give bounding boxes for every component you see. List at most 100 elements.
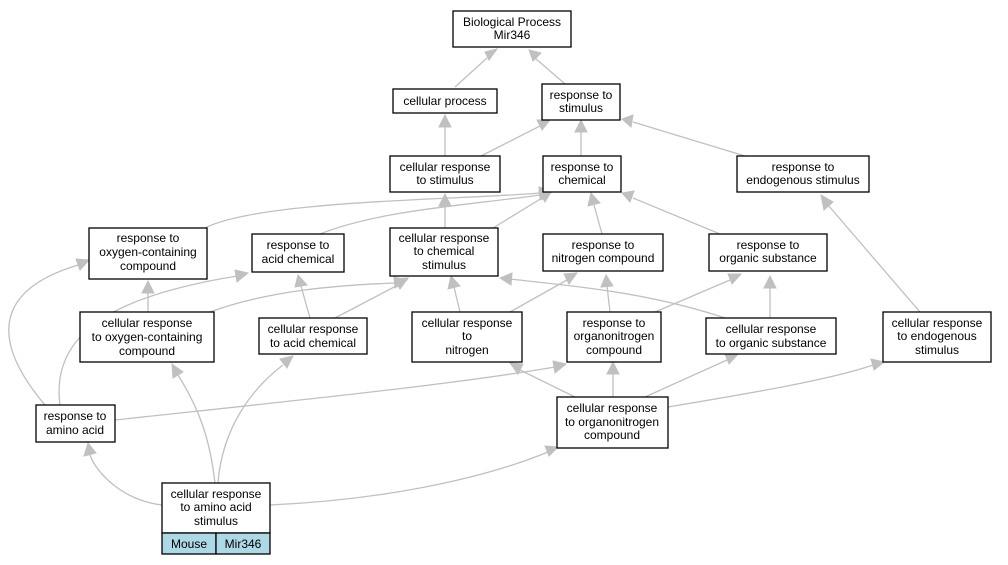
node-label-line: compound <box>586 343 642 357</box>
node-response-to-nitrogen-compound[interactable]: response to nitrogen compound <box>542 233 664 272</box>
node-label-line: to acid chemical <box>270 336 356 350</box>
edge-cellular-response-to-stimulus-to-cellular-process <box>438 113 452 156</box>
edge-response-oxygen-to-response-to-chemical <box>204 186 554 229</box>
edge-response-nitrogen-to-response-to-chemical <box>587 191 603 235</box>
node-cellular-process[interactable]: cellular process <box>392 88 498 114</box>
node-label-line: endogenous stimulus <box>746 173 859 187</box>
node-label-line: compound <box>120 259 176 273</box>
edge-cellular-organonitrogen-to-cellular-nitrogen <box>508 362 576 398</box>
edge-cellular-response-to-stimulus-to-response-to-stimulus <box>480 119 552 157</box>
node-label-line: to amino acid <box>180 500 251 514</box>
node-cellular-response-to-organonitrogen-compound[interactable]: cellular response to organonitrogen comp… <box>556 396 669 449</box>
node-label-line: cellular response <box>171 487 262 501</box>
edge-response-to-endogenous-to-response-to-stimulus <box>621 114 746 157</box>
node-label-line: compound <box>584 428 640 442</box>
node-label-line: organic substance <box>719 251 817 265</box>
node-label-line: response to <box>267 238 330 252</box>
node-label-line: to endogenous <box>897 329 976 343</box>
gene-label: Mir346 <box>225 537 262 551</box>
node-response-to-amino-acid[interactable]: response to amino acid <box>35 404 116 443</box>
node-label-line: acid chemical <box>262 252 335 266</box>
node-label-line: to chemical <box>414 244 475 258</box>
node-label-line: chemical <box>558 173 605 187</box>
node-response-to-endogenous-stimulus[interactable]: response to endogenous stimulus <box>736 155 870 193</box>
node-label-line: cellular process <box>403 94 486 108</box>
edge-response-acid-to-response-to-chemical <box>319 188 554 235</box>
edge-cellular-process-to-biological-process <box>454 48 499 88</box>
node-label-line: cellular response <box>400 160 491 174</box>
node-label-line: compound <box>119 344 175 358</box>
edge-cellular-oxygen-to-response-oxygen <box>141 279 155 312</box>
node-response-to-oxygen-containing-compound[interactable]: response to oxygen-containing compound <box>88 227 208 280</box>
edge-cellular-response-chemical-to-cellular-response-stimulus <box>438 192 452 228</box>
node-label-line: response to <box>583 316 646 330</box>
node-response-to-organic-substance[interactable]: response to organic substance <box>708 233 828 272</box>
node-label-line: to organic substance <box>716 336 827 350</box>
edge-cellular-amino-acid-to-cellular-organonitrogen <box>269 445 560 506</box>
node-cellular-response-to-acid-chemical[interactable]: cellular response to acid chemical <box>258 317 368 355</box>
edge-cellular-organonitrogen-to-response-organonitrogen <box>606 360 620 397</box>
edge-cellular-oxygen-to-cellular-chemical <box>209 276 409 313</box>
edge-cellular-nitrogen-to-response-nitrogen <box>509 272 579 313</box>
node-label-line: nitrogen compound <box>552 251 655 265</box>
node-label-line: response to <box>737 238 800 252</box>
node-label-line: cellular response <box>726 322 817 336</box>
node-label-line: response to <box>772 160 835 174</box>
node-response-to-stimulus[interactable]: response to stimulus <box>541 83 621 121</box>
node-label-line: stimulus <box>559 101 603 115</box>
edge-response-organonitrogen-to-response-nitrogen <box>600 273 614 313</box>
node-label-line: response to <box>551 160 614 174</box>
node-label-line: Biological Process <box>463 15 561 29</box>
edge-cellular-amino-acid-to-response-amino-acid <box>83 441 163 506</box>
node-label-line: response to <box>550 88 613 102</box>
organism-tag: Mouse <box>161 532 217 555</box>
node-label-line: response to <box>44 409 107 423</box>
edge-response-organonitrogen-to-response-organic <box>654 273 743 313</box>
node-label-line: response to <box>572 238 635 252</box>
edge-cellular-amino-acid-to-cellular-oxygen <box>171 362 216 484</box>
node-label-line: response to <box>117 231 180 245</box>
node-response-to-organonitrogen-compound[interactable]: response to organonitrogen compound <box>566 311 662 363</box>
node-biological-process[interactable]: Biological Process Mir346 <box>452 10 572 48</box>
node-cellular-response-to-stimulus[interactable]: cellular response to stimulus <box>389 155 501 193</box>
node-label-line: cellular response <box>399 231 490 245</box>
edge-amino-acid-to-response-oxygen <box>8 258 91 406</box>
node-label-line: stimulus <box>194 514 238 528</box>
node-cellular-response-to-amino-acid-stimulus[interactable]: cellular response to amino acid stimulus <box>161 482 271 534</box>
node-label-line: Mir346 <box>494 28 531 42</box>
edge-cellular-nitrogen-to-cellular-chemical <box>447 274 461 313</box>
node-label-line: stimulus <box>915 343 959 357</box>
edge-response-to-chemical-to-response-to-stimulus <box>574 118 588 156</box>
edge-amino-acid-to-response-organonitrogen <box>114 360 568 421</box>
node-label-line: nitrogen <box>445 343 488 357</box>
edge-cellular-organic-to-response-organic <box>763 274 777 318</box>
node-cellular-response-to-oxygen-containing-compound[interactable]: cellular response to oxygen-containing c… <box>79 311 215 363</box>
node-response-to-chemical[interactable]: response to chemical <box>542 155 622 193</box>
edge-cellular-acid-to-response-acid <box>294 273 311 319</box>
node-label-line: oxygen-containing <box>99 245 196 259</box>
node-label-line: cellular response <box>268 322 359 336</box>
edge-cellular-organonitrogen-to-cellular-endogenous <box>667 358 886 408</box>
node-cellular-response-to-chemical-stimulus[interactable]: cellular response to chemical stimulus <box>389 227 499 277</box>
node-label-line: to organonitrogen <box>565 415 659 429</box>
node-label-line: to stimulus <box>416 173 473 187</box>
node-label-line: to <box>462 329 472 343</box>
node-response-to-acid-chemical[interactable]: response to acid chemical <box>251 233 345 273</box>
edge-response-organic-to-response-to-chemical <box>621 190 721 235</box>
node-label-line: cellular response <box>102 316 193 330</box>
node-label-line: cellular response <box>422 316 513 330</box>
node-cellular-response-to-nitrogen-compound[interactable]: cellular response to nitrogen <box>411 311 523 363</box>
node-label-line: stimulus <box>422 258 466 272</box>
node-label-line: amino acid <box>46 423 104 437</box>
edge-cellular-endogenous-to-response-endogenous <box>820 194 921 313</box>
node-cellular-response-to-endogenous-stimulus[interactable]: cellular response to endogenous stimulus <box>882 311 992 363</box>
edge-cellular-organic-to-cellular-chemical <box>498 272 726 319</box>
node-label-line: cellular response <box>567 401 658 415</box>
edge-cellular-amino-acid-to-cellular-acid <box>217 355 294 484</box>
node-label-line: cellular response <box>892 316 983 330</box>
node-label-line: organonitrogen <box>574 329 655 343</box>
edge-cellular-acid-to-cellular-chemical <box>334 277 410 319</box>
node-cellular-response-to-organic-substance[interactable]: cellular response to organic substance <box>705 317 837 355</box>
